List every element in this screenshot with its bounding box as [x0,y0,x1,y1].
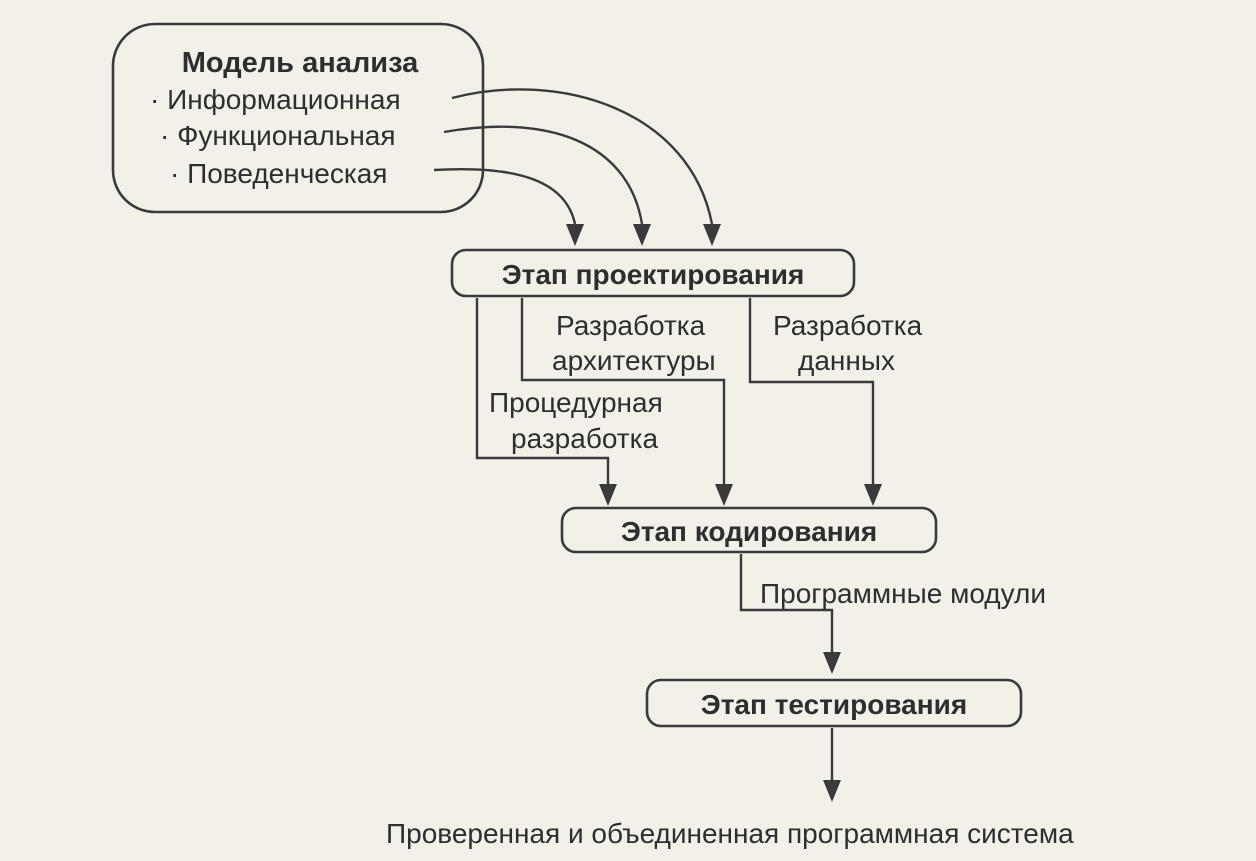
analysis-item-informational: · Информационная [150,84,401,115]
procedural-label-1: Процедурная [489,387,663,418]
arrowhead-informational [703,224,721,246]
design-stage-label: Этап проектирования [502,259,805,290]
arrowhead-behavioral [566,224,584,246]
architecture-label-2: архитектуры [552,345,716,376]
arrow-behavioral [433,168,577,225]
modules-label: Программные модули [760,578,1046,609]
arrowhead-procedural [599,484,617,506]
final-result-label: Проверенная и объединенная программная с… [386,818,1074,849]
arrow-functional [443,125,644,225]
arrowhead-final [823,780,841,802]
arrowhead-functional [633,224,651,246]
line-architecture [520,298,726,484]
line-procedural [475,298,610,484]
arrow-informational [451,88,714,225]
analysis-model-title: Модель анализа [182,47,419,79]
data-label-2: данных [798,345,895,376]
line-modules [739,554,834,652]
analysis-model-box [111,22,485,214]
procedural-label-2: разработка [511,423,658,454]
design-stage-box [450,248,856,298]
analysis-item-behavioral: · Поведенческая [170,158,387,189]
testing-stage-label: Этап тестирования [701,689,967,720]
coding-stage-box [560,506,938,554]
architecture-label-1: Разработка [556,310,706,341]
analysis-item-functional: · Функциональная [160,120,396,151]
testing-stage-box [645,678,1023,728]
line-data [748,298,875,484]
data-label-1: Разработка [773,310,923,341]
arrowhead-data [864,484,882,506]
arrowhead-modules [823,652,841,674]
arrowhead-architecture [715,484,733,506]
coding-stage-label: Этап кодирования [621,516,877,547]
